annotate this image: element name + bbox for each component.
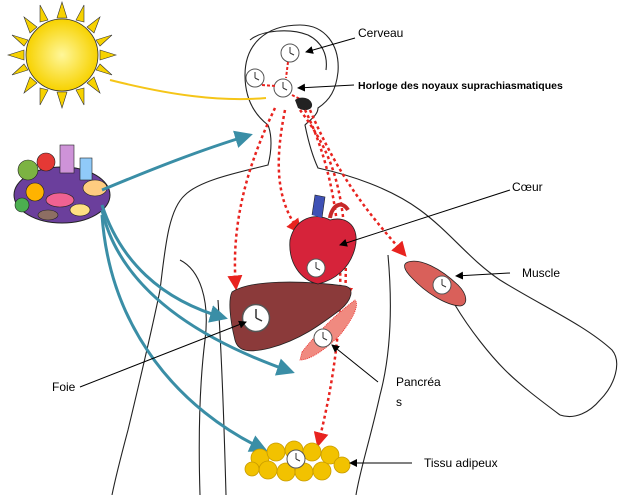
muscle-organ <box>405 261 466 306</box>
scn-nucleus-icon <box>295 98 312 110</box>
label-tissu-adipeux: Tissu adipeux <box>424 456 498 470</box>
light-signal-arrow <box>110 80 266 99</box>
brain-clocks <box>246 44 299 97</box>
label-foie: Foie <box>52 380 75 394</box>
label-pancreas-2: s <box>396 395 402 409</box>
label-muscle: Muscle <box>522 266 560 280</box>
label-coeur: Cœur <box>512 180 543 194</box>
sun-icon <box>8 2 116 108</box>
label-pancreas-1: Pancréa <box>396 375 441 389</box>
food-basket-icon <box>14 145 110 223</box>
label-cerveau: Cerveau <box>358 26 403 40</box>
label-scn: Horloge des noyaux suprachiasmatiques <box>358 79 563 93</box>
